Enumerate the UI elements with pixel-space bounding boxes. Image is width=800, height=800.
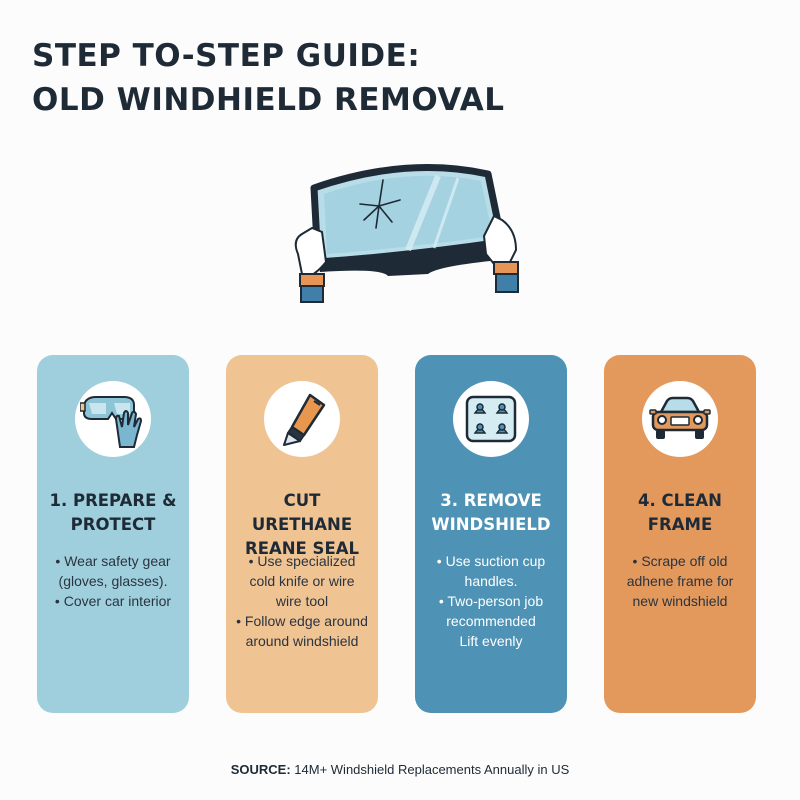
bullet-line: handles. xyxy=(464,573,518,589)
step-title-line: REANE SEAL xyxy=(244,539,359,558)
bullet-item: • Follow edge around around windshield xyxy=(226,611,378,651)
icon-circle xyxy=(453,381,529,457)
bullet-item: • Use specialized cold knife or wire wir… xyxy=(226,551,378,611)
step-title: CUT URETHANE REANE SEAL xyxy=(232,489,372,561)
source-text: 14M+ Windshield Replacements Annually in… xyxy=(290,762,570,777)
step-title-line: CUT URETHANE xyxy=(251,491,353,534)
bullet-line: new windshield xyxy=(632,593,728,609)
bullet-line: recommended xyxy=(446,613,536,629)
title-line-2: OLD WINDHIELD REMOVAL xyxy=(32,82,505,118)
step-bullets: • Scrape off old adhene frame for new wi… xyxy=(604,551,756,611)
step-title: 3. REMOVE WINDSHIELD xyxy=(421,489,561,537)
step-title-line: WINDSHIELD xyxy=(431,515,551,534)
step-card-1: 1. PREPARE & PROTECT • Wear safety gear … xyxy=(37,355,189,713)
suction-cup-panel-icon xyxy=(465,395,517,443)
step-title-line: 3. REMOVE xyxy=(440,491,542,510)
bullet-line: cold knife or wire xyxy=(249,573,355,589)
bullet-line: • Scrape off old xyxy=(632,553,728,569)
bullet-line: adhene frame for xyxy=(626,573,734,589)
bullet-item: • Wear safety gear (gloves, glasses). xyxy=(37,551,189,591)
bullet-line: wire tool xyxy=(275,593,329,609)
step-bullets: • Use specialized cold knife or wire wir… xyxy=(226,551,378,651)
step-title-line: 1. PREPARE & xyxy=(49,491,177,510)
source-footnote: SOURCE: 14M+ Windshield Replacements Ann… xyxy=(0,762,800,777)
bullet-item: • Scrape off old adhene frame for new wi… xyxy=(604,551,756,611)
icon-circle xyxy=(264,381,340,457)
source-label: SOURCE: xyxy=(230,762,291,777)
step-title-line: PROTECT xyxy=(70,515,156,534)
page-title: STEP TO-STEP GUIDE: OLD WINDHIELD REMOVA… xyxy=(32,34,505,122)
bullet-item: • Use suction cup handles. xyxy=(415,551,567,591)
step-card-4: 4. CLEAN FRAME • Scrape off old adhene f… xyxy=(604,355,756,713)
step-title-line: 4. CLEAN xyxy=(638,491,722,510)
bullet-line: around windshield xyxy=(245,633,359,649)
step-title: 1. PREPARE & PROTECT xyxy=(43,489,183,537)
safety-goggles-and-glove-icon xyxy=(80,396,143,448)
cracked-windshield-icon xyxy=(294,164,519,303)
car-front-icon xyxy=(649,396,711,439)
step-title: 4. CLEAN FRAME xyxy=(610,489,750,537)
bullet-line: Lift evenly xyxy=(459,633,523,649)
bullet-line: • Use suction cup xyxy=(436,553,546,569)
icon-circle xyxy=(75,381,151,457)
bullet-line: • Use specialized xyxy=(248,553,356,569)
step-card-2: CUT URETHANE REANE SEAL • Use specialize… xyxy=(226,355,378,713)
bullet-line: (gloves, glasses). xyxy=(58,573,168,589)
bullet-item: • Cover car interior xyxy=(37,591,189,611)
step-bullets: • Wear safety gear (gloves, glasses). • … xyxy=(37,551,189,611)
step-card-3: 3. REMOVE WINDSHIELD • Use suction cup h… xyxy=(415,355,567,713)
icon-circle xyxy=(642,381,718,457)
bullet-line: • Wear safety gear xyxy=(55,553,171,569)
title-line-1: STEP TO-STEP GUIDE: xyxy=(32,38,421,74)
utility-knife-icon xyxy=(283,393,326,446)
step-bullets: • Use suction cup handles. • Two-person … xyxy=(415,551,567,651)
bullet-item: • Two-person job recommended Lift evenly xyxy=(415,591,567,651)
bullet-line: • Follow edge around xyxy=(236,613,368,629)
step-title-line: FRAME xyxy=(647,515,713,534)
bullet-line: • Cover car interior xyxy=(54,593,172,609)
bullet-line: • Two-person job xyxy=(438,593,544,609)
